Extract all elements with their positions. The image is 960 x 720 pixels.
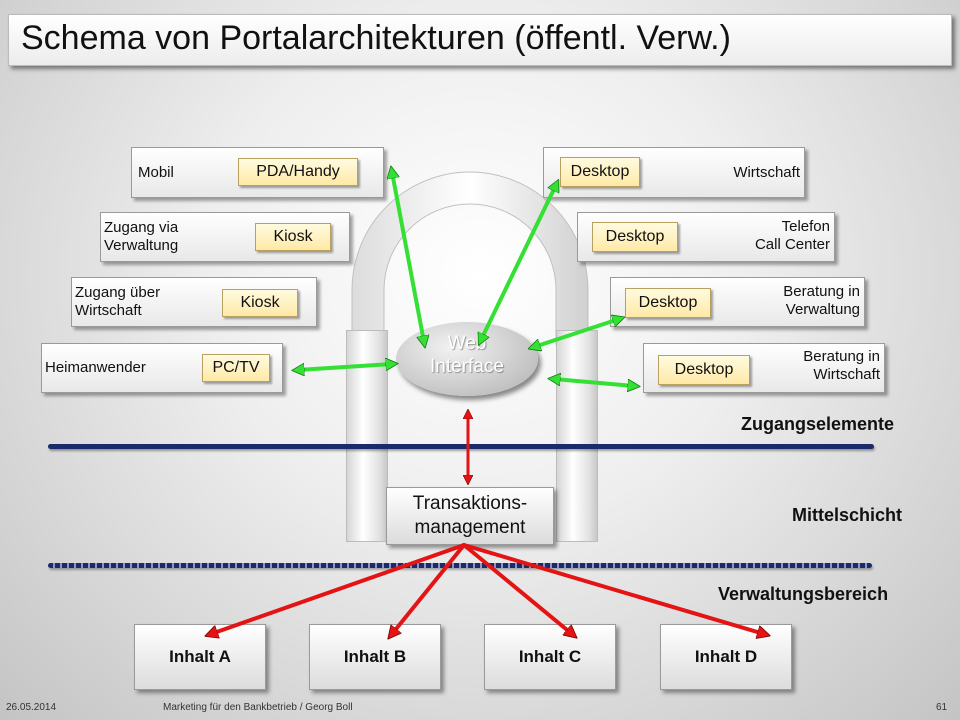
access-panel-telefon: Desktop Telefon Call Center [577, 212, 835, 262]
access-panel-beratung-wirtschaft: Desktop Beratung in Wirtschaft [643, 343, 885, 393]
transaction-management-label: Transaktions- management [412, 493, 528, 538]
device-button-kiosk[interactable]: Kiosk [222, 289, 298, 317]
access-label: Beratung in Verwaltung [783, 283, 860, 318]
access-label: Telefon Call Center [754, 218, 830, 253]
slide-title: Schema von Portalarchitekturen (öffentl.… [21, 19, 731, 57]
footer-source: Marketing für den Bankbetrieb / Georg Bo… [163, 702, 353, 713]
access-label: Zugang via Verwaltung [104, 219, 179, 254]
device-button-pda[interactable]: PDA/Handy [238, 158, 358, 186]
access-panel-zugang-verwaltung: Zugang via Verwaltung Kiosk [100, 212, 350, 262]
web-interface-node[interactable]: Web Interface [396, 322, 538, 396]
device-button-desktop[interactable]: Desktop [560, 157, 640, 187]
web-interface-label: Web Interface [430, 333, 504, 377]
layer-label-access: Zugangselemente [741, 414, 895, 434]
content-box-a[interactable]: Inhalt A [134, 624, 266, 690]
access-label: Mobil [138, 164, 174, 181]
title-bar: Schema von Portalarchitekturen (öffentl.… [8, 14, 952, 66]
device-button-desktop[interactable]: Desktop [625, 288, 711, 318]
access-panel-heimanwender: Heimanwender PC/TV [41, 343, 283, 393]
access-label: Zugang über Wirtschaft [75, 284, 161, 319]
transaction-management-box[interactable]: Transaktions- management [386, 487, 554, 545]
device-button-desktop[interactable]: Desktop [658, 355, 750, 385]
device-button-kiosk[interactable]: Kiosk [255, 223, 331, 251]
layer-label-middle: Mittelschicht [792, 505, 903, 525]
arch-pillar-right [556, 330, 598, 542]
access-panel-beratung-verwaltung: Desktop Beratung in Verwaltung [610, 277, 865, 327]
divider-access [48, 444, 874, 449]
content-box-d[interactable]: Inhalt D [660, 624, 792, 690]
access-panel-mobil: Mobil PDA/Handy [131, 147, 384, 198]
layer-label-admin: Verwaltungsbereich [718, 584, 889, 604]
content-box-b[interactable]: Inhalt B [309, 624, 441, 690]
access-panel-zugang-wirtschaft: Zugang über Wirtschaft Kiosk [71, 277, 317, 327]
footer-page: 61 [936, 702, 948, 713]
access-panel-wirtschaft: Desktop Wirtschaft [543, 147, 805, 198]
access-label: Beratung in Wirtschaft [803, 348, 880, 383]
divider-admin [48, 563, 872, 568]
arch-pillar-left [346, 330, 388, 542]
device-button-desktop[interactable]: Desktop [592, 222, 678, 252]
access-label: Heimanwender [45, 359, 146, 376]
content-box-c[interactable]: Inhalt C [484, 624, 616, 690]
footer-date: 26.05.2014 [6, 702, 57, 713]
access-label: Wirtschaft [733, 164, 800, 181]
device-button-pctv[interactable]: PC/TV [202, 354, 270, 382]
